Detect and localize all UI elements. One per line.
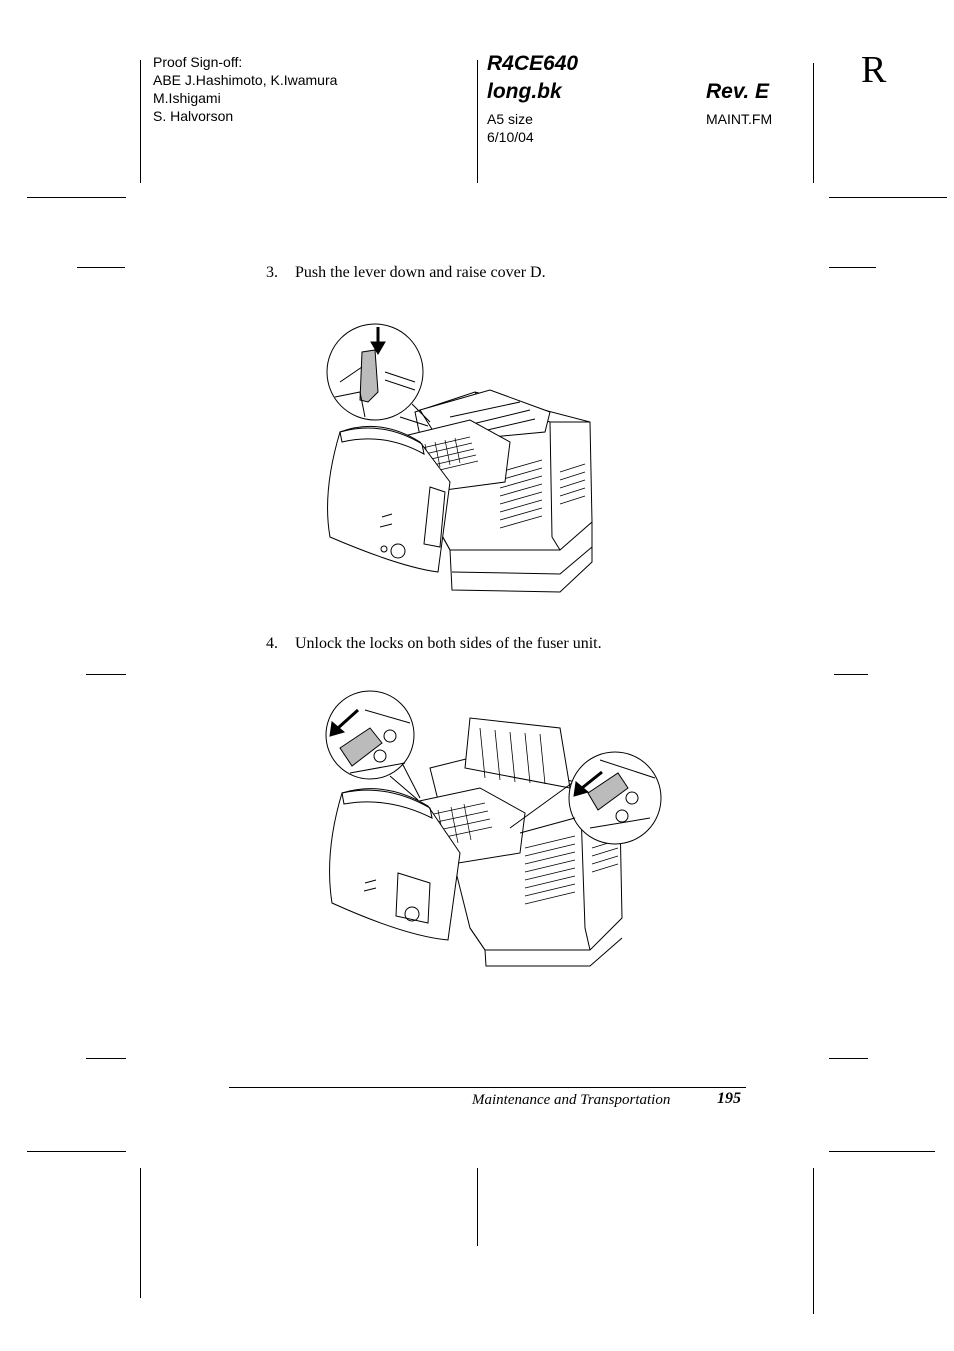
crop-mark-bottom-right-horizontal [829, 1151, 935, 1152]
margin-mark-left-3 [86, 1058, 126, 1059]
book-name: long.bk [487, 80, 562, 103]
step-number: 4. [266, 635, 278, 652]
proof-line: M.Ishigami [153, 90, 221, 106]
page-number: 195 [717, 1090, 741, 1107]
crop-mark-top-right-horizontal [829, 197, 947, 198]
step-number: 3. [266, 264, 278, 281]
crop-mark-bottom-left-horizontal [27, 1151, 126, 1152]
step-3: 3. Push the lever down and raise cover D. [266, 263, 546, 283]
printer-lever-illustration [320, 322, 600, 600]
model-number: R4CE640 [487, 52, 579, 75]
size-date-block: A5 size 6/10/04 [487, 110, 534, 146]
crop-mark-bottom-center-vertical [477, 1168, 478, 1246]
proof-signoff: Proof Sign-off: ABE J.Hashimoto, K.Iwamu… [153, 53, 337, 125]
crop-mark-top-right-vertical [813, 63, 814, 183]
crop-mark-bottom-right-vertical [813, 1168, 814, 1314]
step-text: Push the lever down and raise cover D. [295, 264, 546, 281]
margin-mark-left-2 [86, 674, 126, 675]
crop-mark-top-center-vertical [477, 60, 478, 183]
proof-line: S. Halvorson [153, 108, 234, 124]
crop-mark-bottom-left-vertical [140, 1168, 141, 1298]
footer-section-title: Maintenance and Transportation [472, 1092, 671, 1108]
model-block: R4CE640 long.bk [487, 50, 578, 106]
file-name: MAINT.FM [706, 111, 773, 127]
paper-size: A5 size [487, 111, 533, 127]
margin-mark-right-3 [829, 1058, 868, 1059]
doc-date: 6/10/04 [487, 129, 534, 145]
proof-line: ABE J.Hashimoto, K.Iwamura [153, 72, 338, 88]
revision-label: Rev. E [706, 80, 770, 103]
proof-line: Proof Sign-off: [153, 54, 243, 70]
step-4: 4. Unlock the locks on both sides of the … [266, 634, 602, 654]
corner-letter: R [861, 49, 887, 91]
footer-rule [229, 1087, 746, 1088]
fuser-locks-illustration [320, 688, 665, 968]
margin-mark-left-1 [77, 267, 125, 268]
crop-mark-top-left-vertical [140, 60, 141, 183]
crop-mark-top-left-horizontal [27, 197, 126, 198]
step-text: Unlock the locks on both sides of the fu… [295, 635, 602, 652]
margin-mark-right-2 [834, 674, 868, 675]
margin-mark-right-1 [829, 267, 876, 268]
